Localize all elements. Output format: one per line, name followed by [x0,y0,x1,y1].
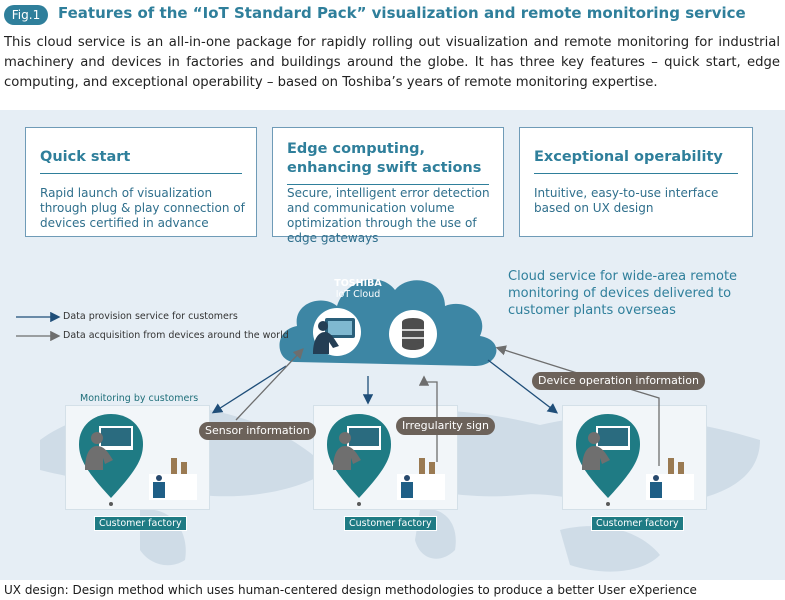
factory-icon [646,458,694,500]
site-icons-center [327,414,445,506]
tag-sensor-information: Sensor information [199,422,316,440]
tag-irregularity-sign: Irregularity sign [396,417,496,435]
tag-customer-factory-right: Customer factory [591,516,684,531]
monitoring-label: Monitoring by customers [80,393,199,404]
footnote: UX design: Design method which uses huma… [4,583,697,597]
arrow-left-to-cloud [235,348,304,421]
feature-title: Exceptional operability [534,148,738,174]
site-icons-left [79,414,197,506]
arrow-cloud-to-right [487,359,559,414]
feature-title: Quick start [40,148,242,174]
legend-arrows [16,311,61,342]
intro-paragraph: This cloud service is an all-in-one pack… [4,35,780,90]
database-icon [389,310,437,358]
monitor-person-icon [313,308,361,356]
location-pin-icon [576,414,640,506]
feature-card-edge-computing: Edge computing, enhancing swift actions … [272,127,504,245]
feature-desc: Intuitive, easy-to-use interface based o… [534,186,719,215]
cloud-label-toshiba: TOSHIBA [334,278,382,289]
cloud-caption: Cloud service for wide-area remote monit… [508,269,738,318]
cloud-label-iot: IoT Cloud [335,289,381,300]
factory-icon [397,458,445,500]
legend-blue-label: Data provision service for customers [63,311,238,322]
figure-badge: Fig.1 [4,5,48,25]
feature-desc: Secure, intelligent error detection and … [287,186,490,245]
toshiba-iot-cloud [279,279,497,366]
tag-customer-factory-center: Customer factory [344,516,437,531]
feature-card-quick-start: Quick start Rapid launch of visualizatio… [25,127,257,237]
location-pin-icon [79,414,143,506]
arrow-cloud-to-left [211,365,287,414]
tag-customer-factory-left: Customer factory [94,516,187,531]
feature-desc: Rapid launch of visualization through pl… [40,186,245,230]
figure-title: Features of the “IoT Standard Pack” visu… [58,4,746,22]
feature-card-operability: Exceptional operability Intuitive, easy-… [519,127,753,237]
factory-icon [149,458,197,500]
site-icons-right [576,414,694,506]
legend-gray-label: Data acquisition from devices around the… [63,330,289,341]
location-pin-icon [327,414,391,506]
feature-title: Edge computing, enhancing swift actions [287,140,489,185]
tag-device-operation-information: Device operation information [532,372,705,390]
